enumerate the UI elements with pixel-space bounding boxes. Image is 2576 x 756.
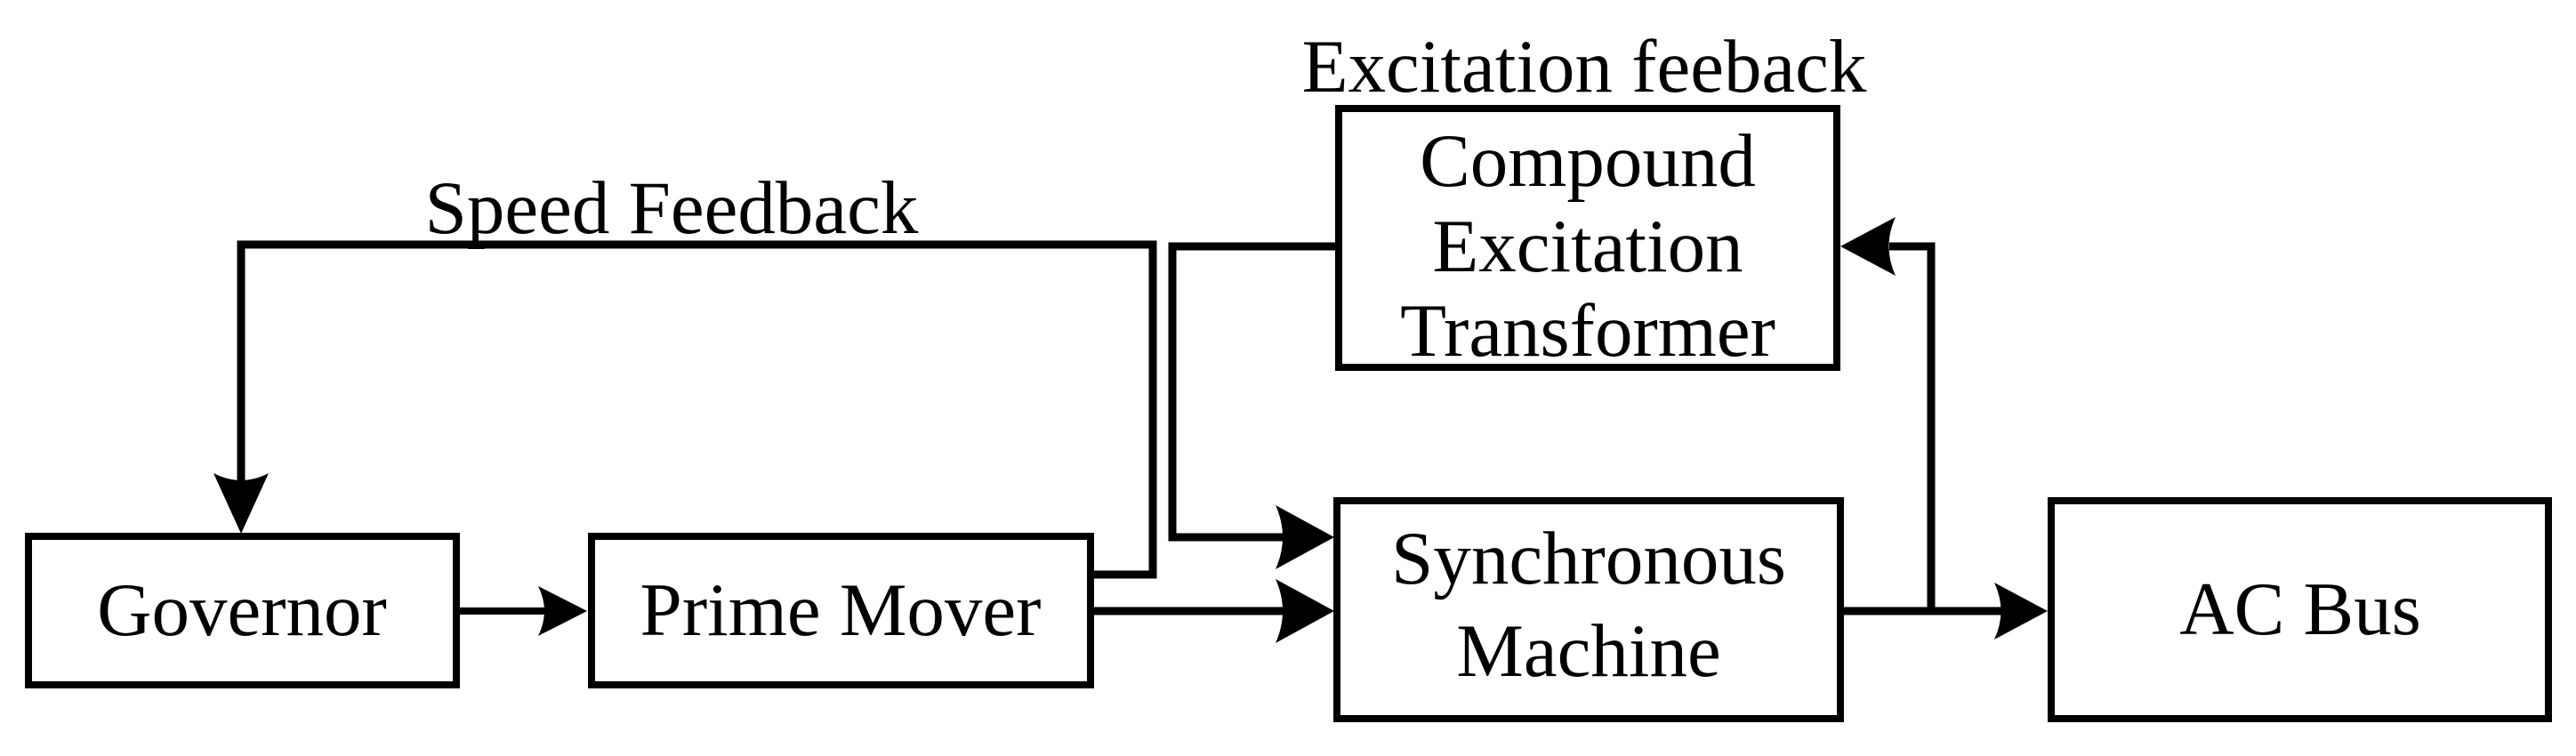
speed-feedback-line — [237, 240, 1157, 579]
prime-mover-box — [588, 533, 1094, 688]
prime-mover-label: Prime Mover — [640, 568, 1042, 652]
edge-synchronous-machine-to-ac-bus — [1840, 583, 2048, 639]
block-compound-excitation-transformer: Compound Excitation Transformer — [1335, 105, 1840, 373]
ac-bus-label: AC Bus — [2179, 567, 2421, 651]
edge-prime-mover-to-synchronous-machine — [1091, 579, 1334, 643]
synchronous-machine-label-line1: Synchronous — [1391, 517, 1786, 600]
block-governor: Governor — [25, 533, 460, 688]
edge-excitation-feedback — [1840, 217, 1936, 611]
transformer-label-line2: Excitation — [1432, 205, 1743, 288]
governor-label: Governor — [97, 568, 387, 652]
block-prime-mover: Prime Mover — [588, 533, 1094, 688]
synchronous-machine-box — [1333, 497, 1844, 722]
edge-transformer-to-synchronous-machine — [1168, 242, 1339, 569]
transformer-label-line3: Transformer — [1400, 289, 1775, 373]
ac-bus-box — [2048, 497, 2552, 722]
arrowhead-right-icon — [1276, 579, 1334, 643]
arrowhead-right-icon — [1276, 505, 1334, 569]
arrowhead-left-icon — [1840, 217, 1896, 276]
transformer-label-line1: Compound — [1420, 119, 1756, 203]
arrowhead-right-icon — [1994, 583, 2048, 639]
arrowhead-right-icon — [538, 586, 587, 636]
transformer-box — [1335, 105, 1840, 371]
block-synchronous-machine: Synchronous Machine — [1333, 497, 1844, 722]
synchronous-machine-label-line2: Machine — [1456, 609, 1720, 693]
edge-governor-to-prime-mover — [456, 586, 587, 636]
speed-feedback-label: Speed Feedback — [425, 166, 919, 250]
arrowhead-down-icon — [213, 473, 269, 534]
governor-box — [25, 533, 460, 688]
excitation-feedback-line — [1889, 242, 1936, 611]
transformer-output-line — [1168, 242, 1339, 542]
edge-speed-feedback — [213, 240, 1157, 579]
excitation-feedback-label: Excitation feeback — [1302, 25, 1867, 109]
block-ac-bus: AC Bus — [2048, 497, 2552, 722]
